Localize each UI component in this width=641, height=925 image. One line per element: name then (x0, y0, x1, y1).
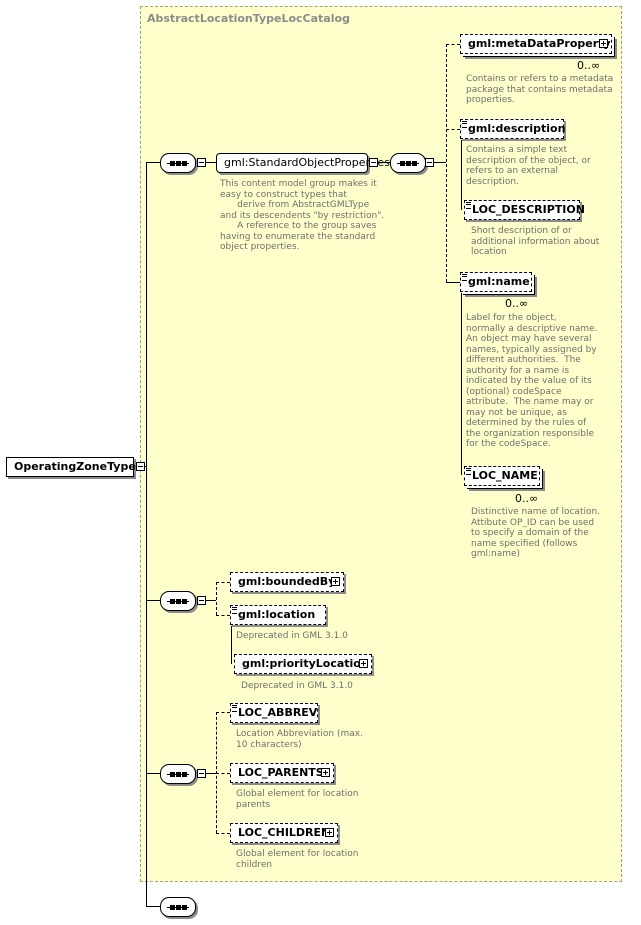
connector (216, 582, 230, 583)
description-text: Contains a simple text description of th… (466, 145, 591, 187)
loc-abbrev-element[interactable]: LOC_ABBREV (230, 703, 318, 723)
name-element[interactable]: gml:name (460, 272, 532, 292)
connector (206, 773, 216, 774)
loc-children-label: LOC_CHILDREN (238, 826, 331, 839)
loc-children-description: Global element for location children (236, 849, 359, 870)
collapse-icon[interactable] (197, 158, 206, 167)
bounded-by-label: gml:boundedBy (238, 575, 336, 588)
loc-name-element[interactable]: LOC_NAME (464, 466, 540, 486)
loc-name-label: LOC_NAME (472, 469, 538, 482)
connector (216, 582, 217, 615)
sequence-compositor-1[interactable] (160, 153, 196, 173)
priority-location-element[interactable]: gml:priorityLocation (234, 654, 372, 674)
metadata-property-element[interactable]: gml:metaDataProperty (460, 34, 612, 54)
expand-icon[interactable] (325, 828, 334, 837)
substitution-icon (232, 705, 237, 712)
metadata-description: Contains or refers to a metadata package… (466, 74, 614, 105)
loc-abbrev-label: LOC_ABBREV (238, 706, 318, 719)
location-description: Deprecated in GML 3.1.0 (236, 631, 348, 641)
std-props-description: This content model group makes it easy t… (220, 179, 385, 252)
loc-abbrev-description: Location Abbreviation (max. 10 character… (236, 729, 363, 750)
sequence-compositor-4[interactable] (160, 897, 196, 917)
expand-icon[interactable] (321, 768, 330, 777)
connector (446, 44, 460, 45)
collapse-icon[interactable] (197, 596, 206, 605)
connector (146, 600, 160, 601)
priority-location-label: gml:priorityLocation (242, 657, 369, 670)
connector (206, 162, 216, 163)
description-label: gml:description (468, 122, 566, 135)
metadata-occurrence: 0..∞ (577, 59, 601, 72)
connector (446, 282, 460, 283)
collapse-icon[interactable] (136, 462, 145, 471)
connector (146, 162, 147, 907)
connector (216, 712, 230, 713)
substitution-icon (466, 202, 471, 209)
sequence-compositor-std-props[interactable] (390, 153, 426, 173)
metadata-property-label: gml:metaDataProperty (468, 37, 611, 50)
loc-children-element[interactable]: LOC_CHILDREN (230, 823, 338, 843)
connector (146, 906, 160, 907)
loc-description-element[interactable]: LOC_DESCRIPTION (464, 200, 585, 220)
group-title: AbstractLocationTypeLocCatalog (147, 12, 350, 25)
substitution-icon (462, 121, 467, 128)
loc-parents-element[interactable]: LOC_PARENTS (230, 763, 334, 783)
connector (461, 293, 462, 475)
sequence-compositor-3[interactable] (160, 764, 196, 784)
loc-description-label: LOC_DESCRIPTION (472, 203, 585, 216)
bounded-by-element[interactable]: gml:boundedBy (230, 572, 344, 592)
location-element[interactable]: gml:location (230, 605, 326, 625)
connector (461, 140, 462, 210)
substitution-icon (466, 468, 471, 475)
substitution-icon (462, 274, 467, 281)
std-object-properties-group[interactable]: gml:StandardObjectProperties (216, 153, 390, 173)
abstract-location-group-box (140, 6, 622, 882)
connector (231, 626, 232, 664)
substitution-icon (232, 607, 237, 614)
loc-description-text: Short description of or additional infor… (471, 226, 600, 257)
collapse-icon[interactable] (369, 158, 378, 167)
sequence-compositor-2[interactable] (160, 591, 196, 611)
connector (206, 600, 216, 601)
expand-icon[interactable] (599, 39, 608, 48)
connector (434, 162, 446, 163)
root-element-label: OperatingZoneType (14, 460, 136, 473)
connector (216, 773, 230, 774)
connector (446, 129, 460, 130)
connector (216, 615, 230, 616)
priority-location-description: Deprecated in GML 3.1.0 (241, 681, 353, 691)
name-description: Label for the object, normally a descrip… (466, 313, 598, 449)
connector (216, 833, 230, 834)
root-element-box[interactable]: OperatingZoneType (6, 457, 145, 477)
expand-icon[interactable] (359, 659, 368, 668)
connector (146, 162, 160, 163)
loc-parents-label: LOC_PARENTS (238, 766, 324, 779)
loc-name-description: Distinctive name of location. Attibute O… (471, 507, 601, 559)
connector (146, 773, 160, 774)
name-label: gml:name (468, 275, 530, 288)
connector (378, 162, 390, 163)
name-occurrence: 0..∞ (505, 297, 529, 310)
loc-parents-description: Global element for location parents (236, 789, 359, 810)
collapse-icon[interactable] (425, 158, 434, 167)
connector (216, 712, 217, 833)
location-label: gml:location (238, 608, 316, 621)
expand-icon[interactable] (331, 577, 340, 586)
description-element[interactable]: gml:description (460, 119, 566, 139)
std-props-label: gml:StandardObjectProperties (224, 156, 390, 169)
loc-name-occurrence: 0..∞ (515, 492, 539, 505)
collapse-icon[interactable] (197, 769, 206, 778)
connector (446, 44, 447, 282)
